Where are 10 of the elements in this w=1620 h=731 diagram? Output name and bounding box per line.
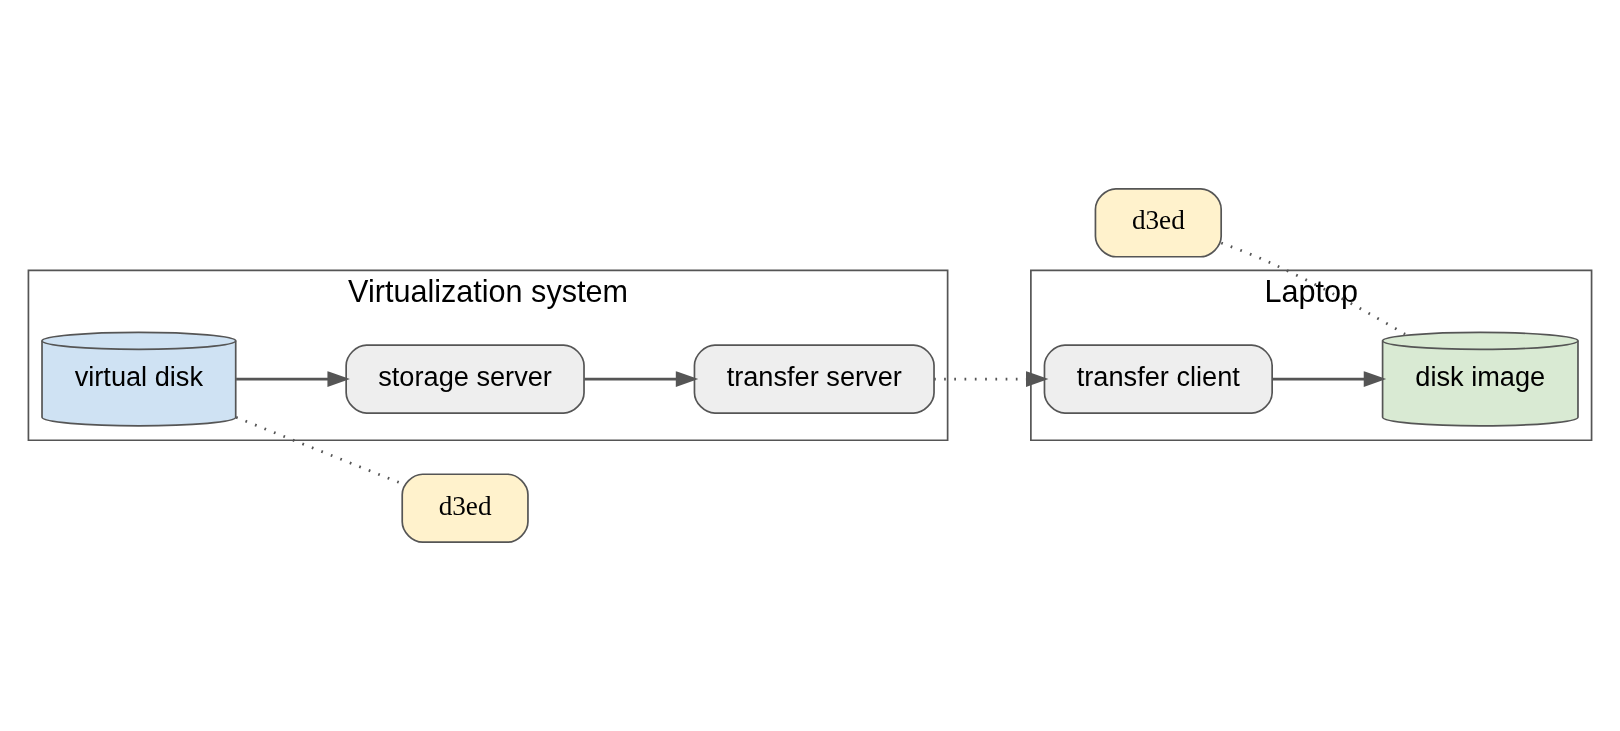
arrow — [1272, 371, 1387, 387]
node-box: transfer server — [693, 344, 935, 414]
arrow — [584, 371, 699, 387]
node-box: d3ed — [1094, 187, 1223, 258]
arrow — [934, 371, 1049, 387]
node-box: transfer client — [1043, 344, 1273, 414]
node-box: d3ed — [401, 473, 529, 544]
arrow — [236, 371, 350, 387]
connector — [1220, 241, 1406, 336]
node-box: storage server — [345, 344, 585, 414]
